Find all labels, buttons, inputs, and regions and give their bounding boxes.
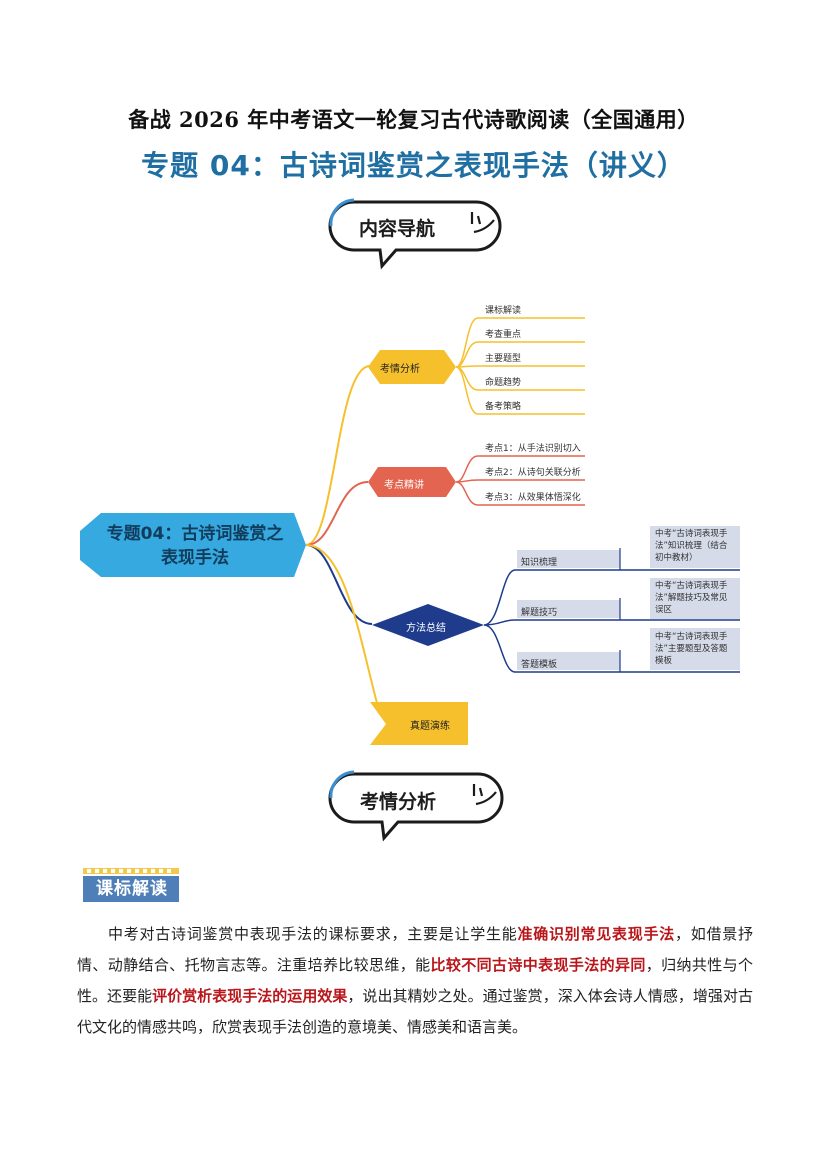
branch3-note: 中考“古诗词表现手 法”知识梳理（结合 初中教材） xyxy=(655,529,728,563)
connector-root-branch4 xyxy=(305,544,378,704)
branch3-item: 答题模板 xyxy=(521,660,558,670)
mindmap-root: 专题04：古诗词鉴赏之 表现手法 xyxy=(84,522,306,570)
branch3-item1-bg xyxy=(517,550,620,568)
branch2-item: 考点3：从效果体悟深化 xyxy=(485,493,581,503)
branch2-item: 考点2：从诗句关联分析 xyxy=(485,468,581,478)
section-tag-bg xyxy=(83,868,179,902)
root-line2: 表现手法 xyxy=(161,548,229,568)
branch2-node xyxy=(368,467,456,497)
body-paragraph: 中考对古诗词鉴赏中表现手法的课标要求，主要是让学生能准确识别常见表现手法，如借景… xyxy=(77,925,753,1036)
branch1-node xyxy=(368,350,456,384)
branch3-note3-bg xyxy=(650,628,740,670)
branch1-item: 主要题型 xyxy=(485,354,522,364)
connector-root-branch3 xyxy=(305,544,373,625)
branch3-note1-bg xyxy=(650,526,740,568)
section-bubble-label: 考情分析 xyxy=(360,791,437,813)
branch3-item: 解题技巧 xyxy=(521,608,558,618)
branch1-label: 考情分析 xyxy=(380,364,420,375)
branch3-node xyxy=(372,604,484,646)
doc-title-line1: 备战 2026 年中考语文一轮复习古代诗歌阅读（全国通用） xyxy=(128,107,699,132)
root-node xyxy=(80,513,306,577)
connector-branch2-items xyxy=(455,455,585,506)
branch1-item: 课标解读 xyxy=(485,306,522,316)
branch3-item3-bg xyxy=(517,652,620,670)
branch2-item: 考点1：从手法识别切入 xyxy=(485,444,581,454)
chat-mark-icon xyxy=(472,784,497,806)
root-line1: 专题04：古诗词鉴赏之 xyxy=(106,524,284,544)
branch3-item: 知识梳理 xyxy=(521,558,558,568)
connector-branch3-items xyxy=(483,569,740,673)
branch3-label: 方法总结 xyxy=(406,623,446,634)
connector-root-branch1 xyxy=(305,365,371,546)
branch3-note: 中考“古诗词表现手 法”解题技巧及常见 误区 xyxy=(655,581,728,615)
branch1-item: 考查重点 xyxy=(485,330,522,340)
branch2-label: 考点精讲 xyxy=(384,480,424,491)
section-tag-label: 课标解读 xyxy=(96,879,168,899)
branch3-item2-bg xyxy=(517,600,620,618)
branch4-node xyxy=(370,702,468,745)
branch1-item: 备考策略 xyxy=(485,402,522,412)
highlight-text: 比较不同古诗中表现手法的异同 xyxy=(430,956,646,974)
highlight-text: 准确识别常见表现手法 xyxy=(517,925,675,943)
nav-speech-bubble xyxy=(328,198,502,270)
branch4-label: 真题演练 xyxy=(410,721,450,732)
nav-bubble-label: 内容导航 xyxy=(359,218,436,240)
branch1-item: 命题趋势 xyxy=(485,378,522,388)
highlight-text: 评价赏析表现手法的运用效果 xyxy=(152,987,348,1005)
section-speech-bubble xyxy=(328,770,504,842)
branch3-note: 中考“古诗词表现手 法”主要题型及答题 模板 xyxy=(655,632,728,666)
doc-title-line2: 专题 04：古诗词鉴赏之表现手法（讲义） xyxy=(141,149,686,182)
branch3-note2-bg xyxy=(650,578,740,619)
chat-mark-icon xyxy=(470,212,495,234)
connector-root-branch2 xyxy=(305,481,369,546)
connector-branch1-items xyxy=(455,317,585,415)
